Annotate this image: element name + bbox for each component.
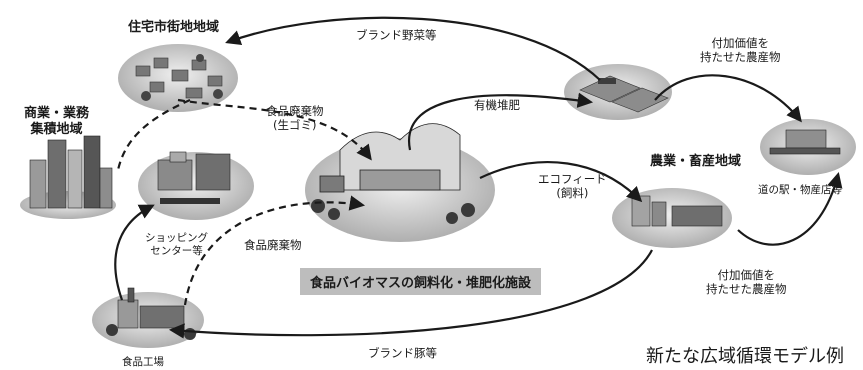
- food-waste-garbage-arrow: [177, 98, 372, 161]
- flow-label-food-waste-garbage-line1: 食品廃棄物: [266, 104, 324, 118]
- flow-arrows: [114, 16, 843, 339]
- region-label-commercial-line1: 商業・業務: [24, 106, 90, 121]
- residential-area-illustration: [118, 44, 238, 112]
- shopping-center-label-line2: センター等: [150, 245, 203, 258]
- brand-pork-arrow: [168, 249, 653, 339]
- region-label-agriculture: 農業・畜産地域: [650, 154, 742, 169]
- value-added-bottom-arrow: [737, 172, 843, 246]
- factory-shopping-arrow: [114, 204, 155, 301]
- flow-label-organic-compost: 有機堆肥: [474, 98, 520, 112]
- flow-label-eco-feed-line2: (飼料): [556, 186, 589, 201]
- biomass-facility-illustration: [305, 123, 495, 242]
- shopping-center-label: ショッピング センター等: [145, 232, 208, 258]
- residential-commercial-dashed: [116, 98, 191, 171]
- shopping-center-illustration: [138, 151, 254, 220]
- flow-label-food-waste-garbage: 食品廃棄物 (生ゴミ): [266, 104, 324, 133]
- eco-feed-arrow: [479, 161, 643, 203]
- flow-label-value-added-bottom: 付加価値を 持たせた農産物: [706, 268, 787, 297]
- flow-label-value-added-top: 付加価値を 持たせた農産物: [700, 36, 781, 65]
- commercial-buildings-illustration: [20, 135, 116, 219]
- food-factory-illustration: [92, 287, 204, 348]
- flow-label-value-added-bottom-line1: 付加価値を: [717, 268, 776, 282]
- region-label-commercial-line2: 集積地域: [30, 122, 83, 138]
- diagram-title: 新たな広域循環モデル例: [646, 346, 844, 367]
- brand-vegetables-arrow: [225, 16, 601, 81]
- facility-banner: 食品バイオマスの飼料化・堆肥化施設: [300, 268, 542, 295]
- flow-label-food-waste: 食品廃棄物: [244, 238, 302, 252]
- roadside-station-illustration: [760, 119, 856, 175]
- flow-label-value-added-bottom-line2: 持たせた農産物: [706, 282, 787, 297]
- roadside-station-label: 道の駅・物産店等: [758, 184, 842, 196]
- flow-label-brand-vegetables: ブランド野菜等: [356, 28, 437, 42]
- flow-label-food-waste-garbage-line2: (生ゴミ): [273, 118, 317, 133]
- value-added-top-arrow: [654, 74, 802, 123]
- region-label-residential: 住宅市街地地域: [128, 20, 220, 35]
- livestock-farm-illustration: [612, 188, 732, 248]
- food-factory-label: 食品工場: [122, 356, 164, 368]
- farmland-illustration: [564, 64, 672, 120]
- flow-label-brand-pork: ブランド豚等: [368, 346, 437, 360]
- shopping-center-label-line1: ショッピング: [145, 232, 208, 244]
- region-label-commercial: 商業・業務 集積地域: [24, 106, 89, 139]
- flow-label-eco-feed: エコフィード (飼料): [538, 172, 607, 201]
- flow-label-value-added-top-line1: 付加価値を: [711, 36, 770, 50]
- flow-label-eco-feed-line1: エコフィード: [538, 172, 607, 186]
- organic-compost-arrow: [407, 92, 594, 151]
- flow-label-value-added-top-line2: 持たせた農産物: [700, 50, 781, 65]
